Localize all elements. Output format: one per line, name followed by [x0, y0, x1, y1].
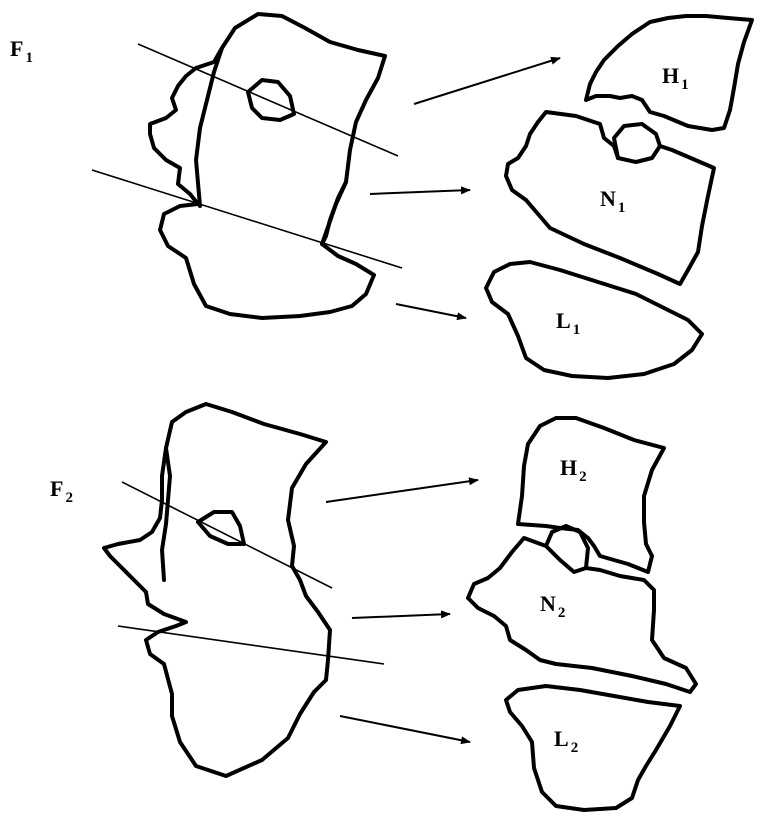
shape-f2-hole — [196, 510, 246, 546]
shape-f1-hole — [246, 78, 296, 122]
label-l1-index: 1 — [573, 322, 581, 338]
label-f2-index: 2 — [65, 490, 73, 506]
arrow-to-h2 — [325, 477, 479, 503]
arrow-to-n2 — [351, 610, 451, 619]
label-n1-index: 1 — [618, 200, 626, 216]
label-f1-index: 1 — [25, 50, 33, 66]
label-h1-index: 1 — [681, 77, 689, 93]
arrow-to-l1 — [395, 303, 467, 321]
label-f2-letter: F — [50, 476, 63, 501]
shape-f2-cut-line-upper — [121, 481, 333, 589]
shape-f2-inner-divider — [160, 446, 172, 582]
piece-n2-outline — [466, 536, 698, 694]
piece-l2-outline — [504, 684, 682, 812]
piece-h2-outline — [516, 416, 666, 574]
label-f1-letter: F — [10, 36, 23, 61]
shape-f1-inner-divider — [194, 46, 224, 208]
label-l2-letter: L — [554, 726, 569, 751]
label-h2-index: 2 — [579, 469, 587, 485]
label-l1-letter: L — [556, 308, 571, 333]
label-n2-letter: N — [540, 591, 556, 616]
label-h1-letter: H — [662, 63, 679, 88]
arrow-to-n1 — [369, 186, 471, 195]
piece-n2-bump — [544, 524, 590, 570]
shape-f2-cut-line-lower — [117, 625, 385, 665]
piece-n1-bump — [612, 122, 662, 160]
piece-l1-outline — [484, 260, 704, 380]
arrow-to-l2 — [339, 715, 471, 745]
label-l2-index: 2 — [571, 740, 579, 756]
label-n1-letter: N — [600, 186, 616, 211]
shape-f1-outline — [148, 12, 387, 320]
shape-f1-cut-line-lower — [91, 169, 403, 269]
arrow-to-h1 — [413, 56, 561, 105]
label-n2-index: 2 — [558, 605, 566, 621]
shape-f1-right-divider — [320, 180, 348, 246]
shape-f2-outline — [102, 402, 332, 778]
label-h2-letter: H — [560, 455, 577, 480]
shape-f1-cut-line-upper — [137, 43, 399, 157]
piece-h1-outline — [584, 14, 754, 132]
